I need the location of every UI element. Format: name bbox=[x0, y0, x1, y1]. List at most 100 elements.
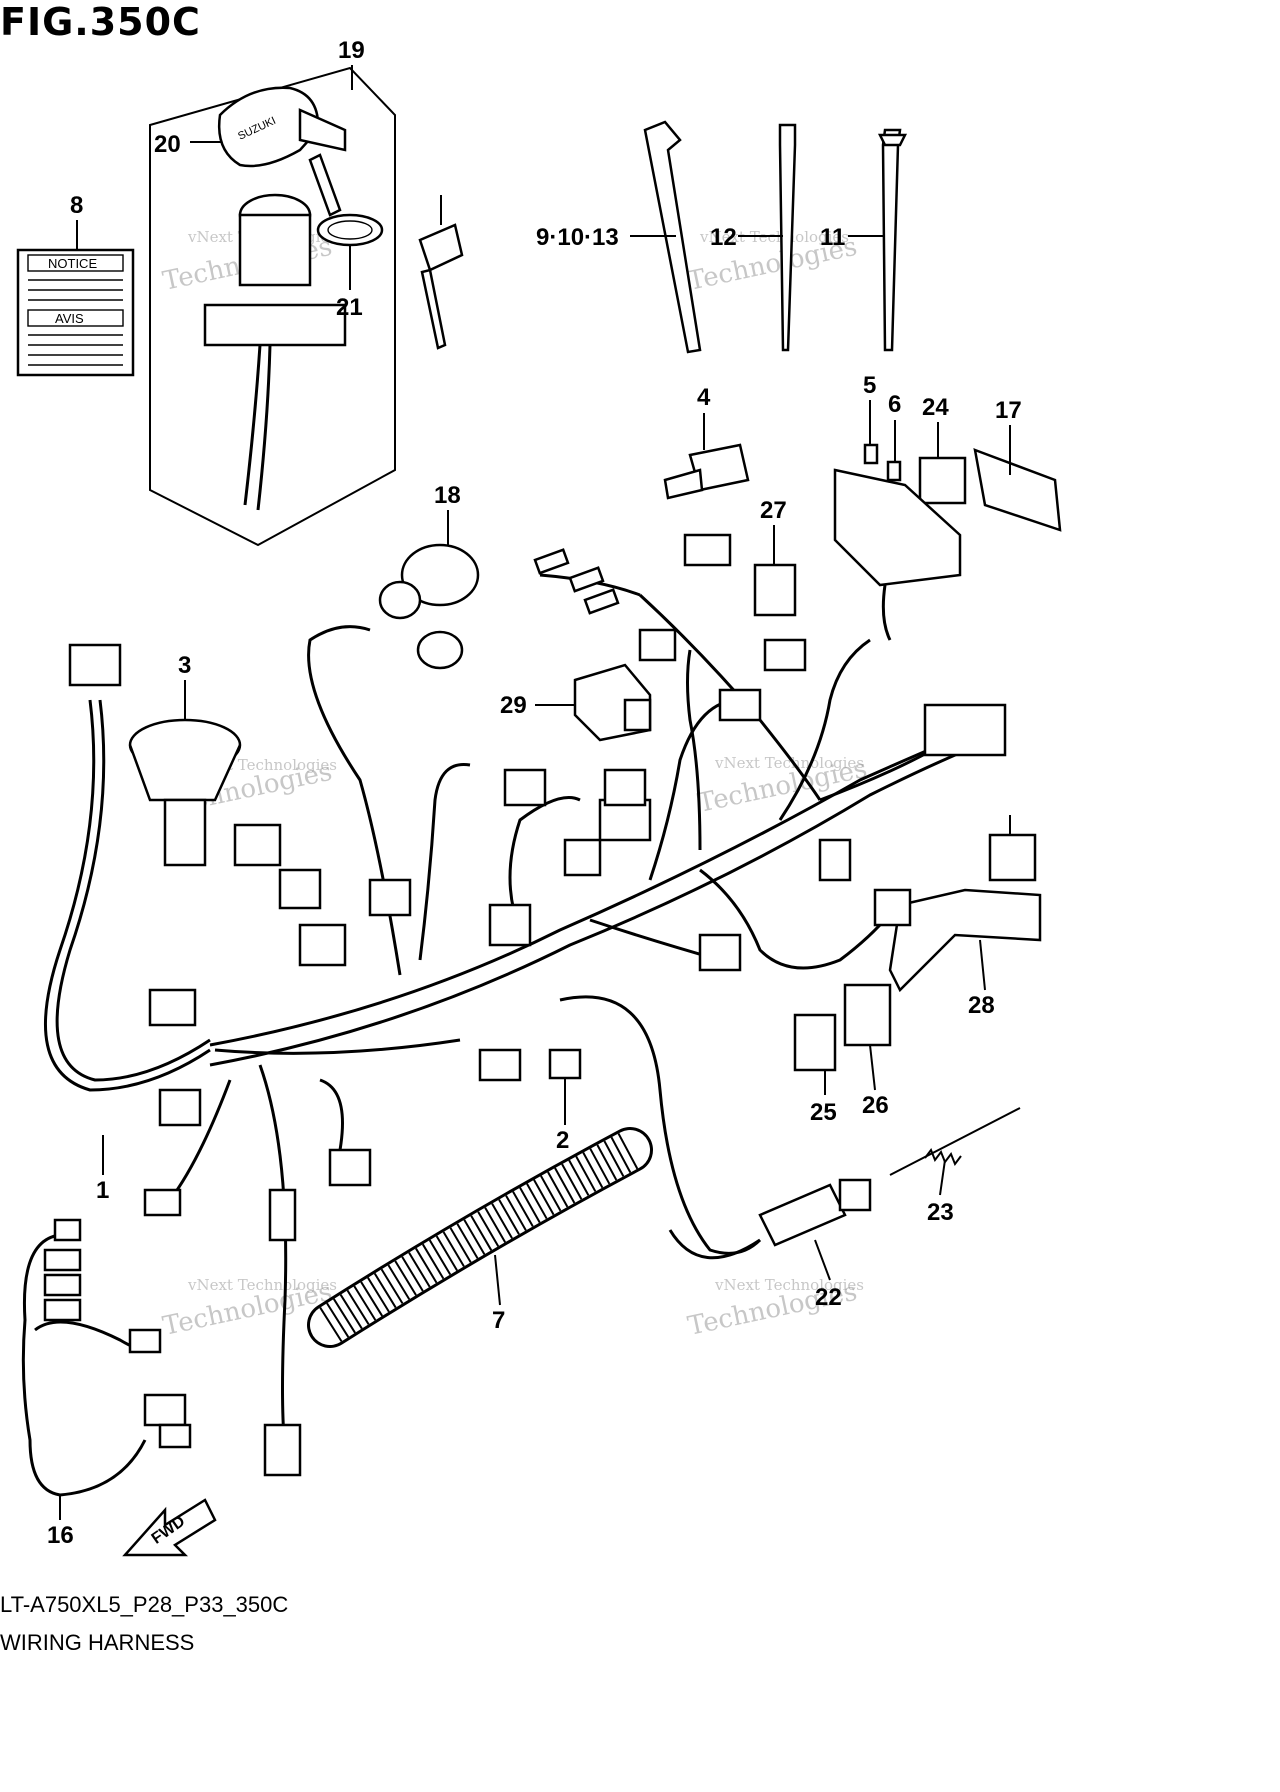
fwd-arrow: FWD bbox=[122, 1498, 217, 1557]
plug-16 bbox=[400, 543, 480, 607]
callout-16: 18 bbox=[434, 482, 461, 509]
ignition-outline bbox=[149, 66, 396, 547]
key-blade-2 bbox=[308, 153, 342, 217]
spare-key-28 bbox=[418, 223, 464, 350]
plug-pin bbox=[568, 566, 605, 593]
harness-wire bbox=[43, 699, 211, 1092]
callout-7: 7 bbox=[492, 1307, 505, 1334]
callout-22: 24 bbox=[922, 394, 949, 421]
harness-coupler bbox=[233, 823, 282, 867]
fuse-6 bbox=[886, 460, 902, 482]
harness-coupler bbox=[603, 768, 647, 807]
callout-5: 5 bbox=[863, 372, 876, 399]
cap-2 bbox=[548, 1048, 582, 1080]
harness-branch bbox=[258, 1064, 288, 1451]
callout-18: 20 bbox=[154, 131, 181, 158]
watermark-text: vNext Technologies bbox=[714, 1276, 864, 1294]
harness-14-coupler bbox=[53, 1218, 82, 1242]
callout-11: 11 bbox=[820, 224, 845, 251]
callout-19: 21 bbox=[336, 294, 363, 321]
harness-coupler bbox=[873, 888, 912, 927]
harness-14-coupler bbox=[43, 1248, 82, 1272]
cable-ties bbox=[643, 120, 908, 354]
harness-branch bbox=[778, 638, 871, 821]
coupler-top-left bbox=[68, 643, 122, 687]
callout-26: 28 bbox=[968, 992, 995, 1019]
relay-27-plug bbox=[623, 698, 652, 732]
relay-27 bbox=[573, 663, 652, 742]
callout-23: 25 bbox=[810, 1099, 837, 1126]
harness-branch bbox=[559, 995, 762, 1255]
fuse-box-wire bbox=[881, 584, 892, 641]
harness-14-wire bbox=[21, 1233, 147, 1497]
harness-coupler bbox=[298, 923, 347, 967]
harness-14-coupler bbox=[158, 1423, 192, 1449]
fuse-5 bbox=[863, 443, 879, 465]
ring-19-inner bbox=[327, 220, 373, 240]
corrugated-tube-7 bbox=[307, 1127, 653, 1348]
plug-16-cap bbox=[378, 580, 422, 620]
relay-22 bbox=[918, 456, 967, 505]
spring-rod bbox=[889, 1107, 1021, 1176]
harness-branch bbox=[508, 796, 581, 931]
tube-7-fill bbox=[310, 1130, 650, 1345]
callout-3: 3 bbox=[178, 652, 191, 679]
harness-14-coupler bbox=[128, 1328, 162, 1354]
harness-coupler bbox=[278, 868, 322, 910]
notice-header bbox=[27, 254, 124, 272]
leader-7 bbox=[494, 1254, 501, 1306]
harness-coupler bbox=[143, 1188, 182, 1217]
fuse-box-group bbox=[833, 443, 1062, 641]
fuse-box bbox=[833, 468, 962, 587]
key-blade bbox=[298, 108, 347, 152]
cable-tie-11-clip bbox=[877, 133, 908, 147]
harness-coupler bbox=[478, 1048, 522, 1082]
grommet-stem bbox=[163, 798, 207, 867]
switch-20-body bbox=[758, 1183, 847, 1247]
harness-trunk bbox=[209, 718, 1001, 1047]
callout-24: 26 bbox=[862, 1092, 889, 1119]
callout-6: 6 bbox=[888, 391, 901, 418]
notice-header-text: NOTICE bbox=[48, 256, 97, 271]
plug-16-ring bbox=[416, 630, 464, 670]
harness-coupler bbox=[148, 988, 197, 1027]
avis-header bbox=[27, 309, 124, 327]
spring-21 bbox=[889, 1107, 1021, 1176]
harness-branch bbox=[699, 868, 902, 970]
harness-coupler bbox=[368, 878, 412, 917]
leader-24 bbox=[869, 1044, 876, 1091]
switch-wire bbox=[243, 344, 262, 506]
callout-25: 27 bbox=[760, 497, 787, 524]
switch-20-wire bbox=[668, 1229, 761, 1260]
sub-harness-14 bbox=[21, 1218, 192, 1497]
watermark-text: vNext Technologies bbox=[187, 1276, 337, 1294]
harness-wire bbox=[55, 699, 211, 1082]
callout-2: 2 bbox=[556, 1127, 569, 1154]
plug-pin bbox=[533, 548, 570, 575]
coupler-23 bbox=[793, 1013, 837, 1072]
leader-lines bbox=[59, 65, 1011, 1520]
harness-branch bbox=[686, 649, 702, 851]
harness-14-coupler bbox=[143, 1393, 187, 1427]
switch-body bbox=[238, 213, 312, 287]
harness-coupler bbox=[598, 798, 652, 842]
callout-20: 22 bbox=[815, 1284, 842, 1311]
harness-coupler bbox=[328, 1148, 372, 1187]
figure-name: WIRING HARNESS bbox=[0, 1630, 195, 1655]
harness-branch bbox=[648, 698, 741, 881]
harness-branch bbox=[319, 1078, 344, 1151]
callout-labels: 19 20 21 8 9·10·13 12 11 4 5 6 24 17 27 … bbox=[47, 37, 1022, 1549]
harness-14-coupler bbox=[43, 1273, 82, 1297]
main-harness-1 bbox=[43, 533, 1007, 1477]
harness-coupler bbox=[763, 638, 807, 672]
boot-nozzle bbox=[663, 468, 704, 500]
bracket-26 bbox=[888, 888, 1042, 993]
model-code: LT-A750XL5_P28_P33_350C bbox=[0, 1592, 289, 1617]
switch-base bbox=[203, 303, 347, 347]
spring-coils bbox=[924, 1147, 962, 1167]
leader-26 bbox=[979, 939, 986, 991]
coupler-29 bbox=[988, 833, 1037, 882]
harness-14-coupler bbox=[43, 1298, 82, 1322]
coupler-24 bbox=[843, 983, 892, 1047]
